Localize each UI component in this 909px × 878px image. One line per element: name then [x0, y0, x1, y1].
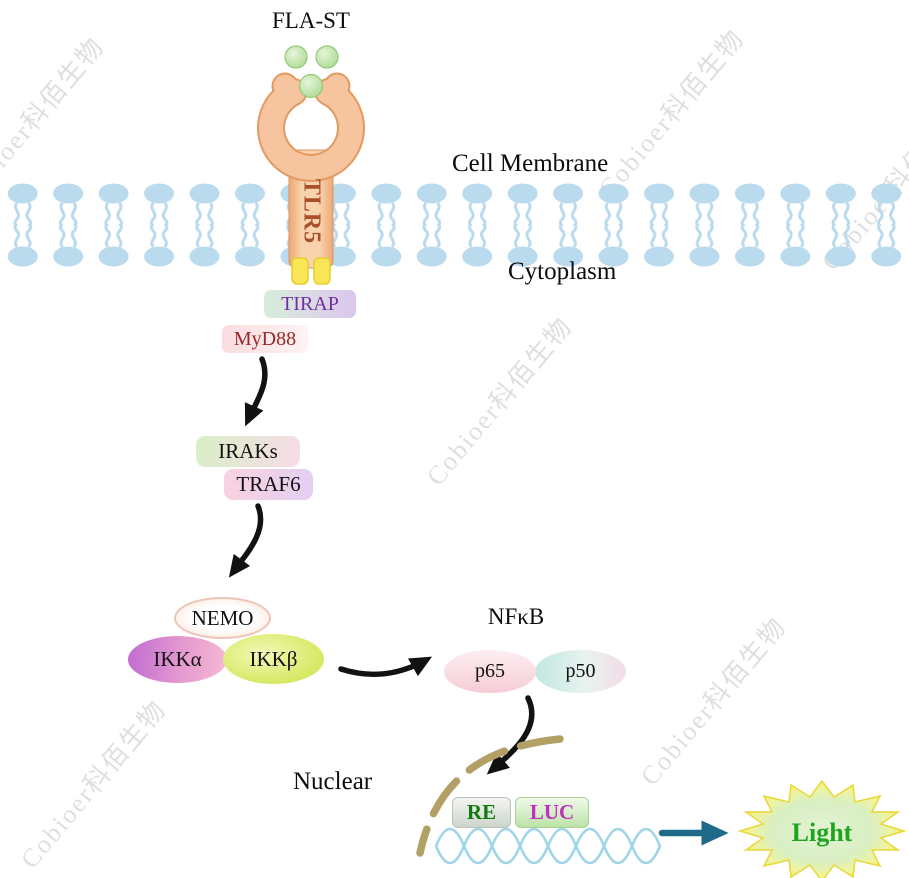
flagellin-ligand-balls — [284, 45, 339, 99]
membrane-outer-leaflet — [0, 183, 909, 226]
nuclear-membrane-arc — [416, 735, 564, 857]
arrow-ikk-to-nfkb — [338, 656, 433, 677]
receptor-label: TLR5 — [298, 178, 325, 245]
node-ikk-beta: IKKβ — [223, 634, 324, 684]
nuclear-label: Nuclear — [293, 768, 373, 795]
light-starburst — [737, 779, 907, 878]
node-p65: p65 — [444, 650, 536, 693]
node-luc: LUC — [515, 797, 589, 828]
node-myd88: MyD88 — [222, 325, 308, 353]
light-label: Light — [791, 818, 853, 847]
cytoplasm-label: Cytoplasm — [508, 258, 617, 285]
membrane-inner-leaflet — [0, 224, 909, 267]
ligand-label: FLA-ST — [272, 8, 350, 33]
node-p50: p50 — [535, 650, 626, 693]
node-re: RE — [452, 797, 511, 828]
arrow-nfkb-to-nucleus — [486, 695, 535, 775]
node-ikk-alpha: IKKα — [128, 636, 227, 683]
node-tirap: TIRAP — [264, 290, 356, 318]
dna-helix — [434, 827, 662, 865]
tir-domain-left — [291, 257, 309, 285]
node-traf6: TRAF6 — [224, 469, 313, 500]
node-nemo: NEMO — [174, 597, 271, 639]
nfkb-label: NFκB — [487, 604, 545, 629]
tlr5-receptor-shape — [257, 72, 365, 285]
arrow-traf6-to-ikk — [228, 503, 264, 578]
cell-membrane-label: Cell Membrane — [452, 150, 609, 177]
arrow-myd88-to-iraks — [244, 356, 268, 427]
node-iraks: IRAKs — [196, 436, 300, 467]
tir-domain-right — [313, 257, 331, 285]
